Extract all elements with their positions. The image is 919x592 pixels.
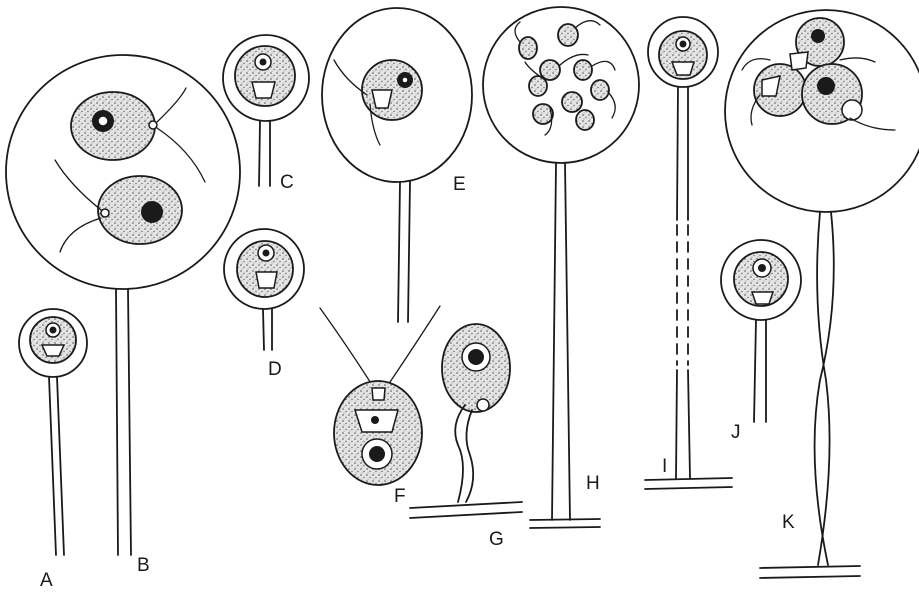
label-b: B: [137, 555, 150, 576]
specimen-h: [483, 7, 639, 528]
specimen-b: [6, 55, 240, 555]
specimen-c: [223, 35, 309, 186]
specimen-a: [19, 309, 87, 555]
label-d: D: [268, 359, 282, 380]
label-k: K: [782, 512, 795, 533]
specimen-f: [320, 306, 440, 485]
label-h: H: [586, 473, 600, 494]
specimen-i: [645, 17, 732, 489]
specimen-j: [721, 240, 801, 422]
label-f: F: [394, 486, 406, 507]
specimen-g: [410, 324, 522, 518]
label-a: A: [40, 570, 53, 591]
specimen-d: [224, 229, 304, 350]
label-j: J: [731, 422, 741, 443]
label-c: C: [280, 172, 294, 193]
label-g: G: [489, 529, 504, 550]
specimen-e: [322, 8, 472, 322]
label-i: I: [662, 456, 667, 477]
label-e: E: [453, 174, 466, 195]
